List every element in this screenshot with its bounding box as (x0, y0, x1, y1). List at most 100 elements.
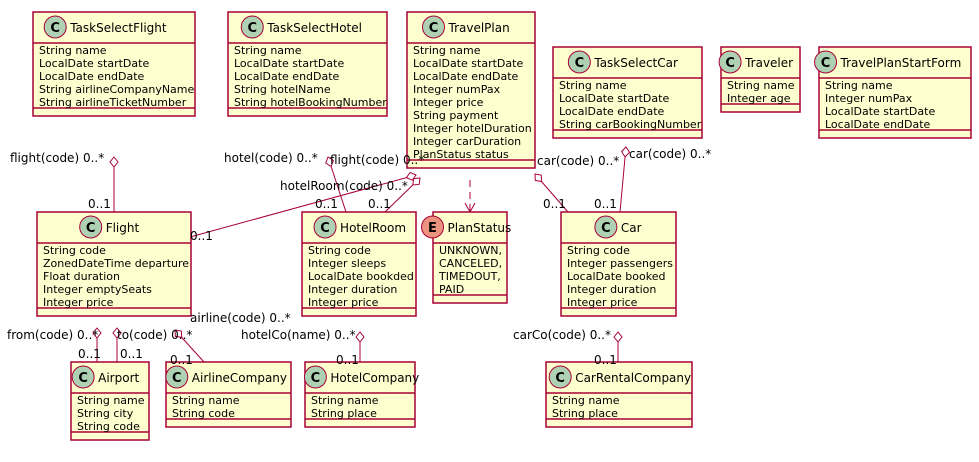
class-attribute: LocalDate booked (567, 270, 665, 283)
class-box (36, 211, 192, 317)
class-name: Car (621, 221, 642, 235)
class-attribute: String name (172, 394, 240, 407)
relation-travel-plan-hotel-room (384, 177, 421, 213)
relation-car-car-rental-company (613, 331, 623, 362)
class-attribute: LocalDate startDate (559, 92, 669, 105)
class-attribute: ZonedDateTime departure (43, 257, 189, 270)
class-attribute: PlanStatus status (413, 148, 509, 161)
class-attribute: LocalDate startDate (825, 105, 935, 118)
class-attribute: LocalDate endDate (559, 105, 665, 118)
class-name: HotelCompany (330, 371, 419, 385)
multiplicity-source: hotelRoom(code) 0..* (280, 179, 408, 193)
class-attribute: Integer hotelDuration (413, 122, 532, 135)
class-name: Traveler (744, 56, 793, 70)
aggregation-diamond (174, 329, 183, 339)
class-attribute: TIMEDOUT, (438, 270, 501, 283)
class-icon (79, 215, 103, 239)
class-attribute: Integer emptySeats (43, 283, 152, 296)
stereotype-letter: C (247, 21, 257, 36)
stereotype-letter: C (50, 21, 60, 36)
class-attribute: Integer duration (567, 283, 656, 296)
aggregation-diamond (534, 173, 543, 183)
class-box (432, 211, 508, 304)
class-name: TaskSelectHotel (266, 21, 362, 35)
class-attribute: String hotelName (234, 83, 331, 96)
association-line (619, 146, 627, 213)
class-attribute: String name (77, 394, 145, 407)
class-icon (718, 50, 742, 74)
relation-task-select-hotel-hotel-room (325, 156, 347, 213)
class-icon (814, 50, 838, 74)
relation-travel-plan-car (534, 173, 569, 213)
class-attribute: LocalDate endDate (413, 70, 519, 83)
multiplicity-source: car(code) 0..* (629, 147, 711, 161)
class-name: TravelPlan (448, 21, 510, 35)
class-attribute: String carBookingNumber (559, 118, 702, 131)
class-icon (165, 365, 189, 389)
aggregation-diamond (620, 146, 631, 158)
class-attribute: String name (559, 79, 627, 92)
class-box (818, 46, 972, 139)
class-icon (313, 215, 337, 239)
class-attribute: String code (43, 244, 106, 257)
multiplicity-target: 0..1 (78, 347, 101, 361)
class-icon (567, 50, 591, 74)
class-box (560, 211, 677, 317)
class-name: AirlineCompany (192, 371, 287, 385)
class-attribute: String city (77, 407, 134, 420)
multiplicity-source: flight(code) 0..* (10, 151, 104, 165)
class-attribute: Float duration (43, 270, 120, 283)
class-name: Flight (106, 221, 140, 235)
class-attribute: Integer price (567, 296, 638, 309)
class-attribute: Integer price (413, 96, 484, 109)
class-name: PlanStatus (448, 221, 512, 235)
aggregation-diamond (355, 331, 365, 343)
enum-icon (421, 215, 444, 239)
class-attribute: LocalDate endDate (825, 118, 931, 131)
class-attribute: UNKNOWN, (439, 244, 502, 257)
class-attribute: Integer carDuration (413, 135, 521, 148)
class-icon (303, 365, 327, 389)
class-attribute: LocalDate bookded (308, 270, 414, 283)
stereotype-letter: C (429, 21, 439, 36)
class-box (406, 11, 536, 169)
class-attribute: String name (825, 79, 893, 92)
class-attribute: Integer passengers (567, 257, 673, 270)
class-box (70, 361, 150, 441)
class-attribute: String name (234, 44, 302, 57)
class-attribute: String name (413, 44, 481, 57)
class-icon (43, 15, 67, 39)
stereotype-letter: C (311, 371, 321, 386)
class-attribute: Integer price (43, 296, 114, 309)
class-attribute: String name (552, 394, 620, 407)
aggregation-diamond (412, 177, 421, 186)
multiplicity-source: hotelCo(name) 0..* (241, 328, 356, 342)
stereotype-letter: C (821, 56, 831, 71)
multiplicity-target: 0..1 (88, 197, 111, 211)
multiplicity-source: carCo(code) 0..* (513, 328, 611, 342)
class-attribute: LocalDate endDate (234, 70, 340, 83)
class-attribute: Integer duration (308, 283, 397, 296)
class-attribute: LocalDate endDate (39, 70, 145, 83)
class-attribute: Integer price (308, 296, 379, 309)
association-line (189, 174, 417, 238)
class-attribute: String airlineTicketNumber (39, 96, 187, 109)
multiplicity-target: 0..1 (543, 197, 566, 211)
multiplicity-target: 0..1 (120, 347, 143, 361)
multiplicity-source: flight(code) 0..* (330, 153, 424, 167)
class-attribute: String code (172, 407, 235, 420)
